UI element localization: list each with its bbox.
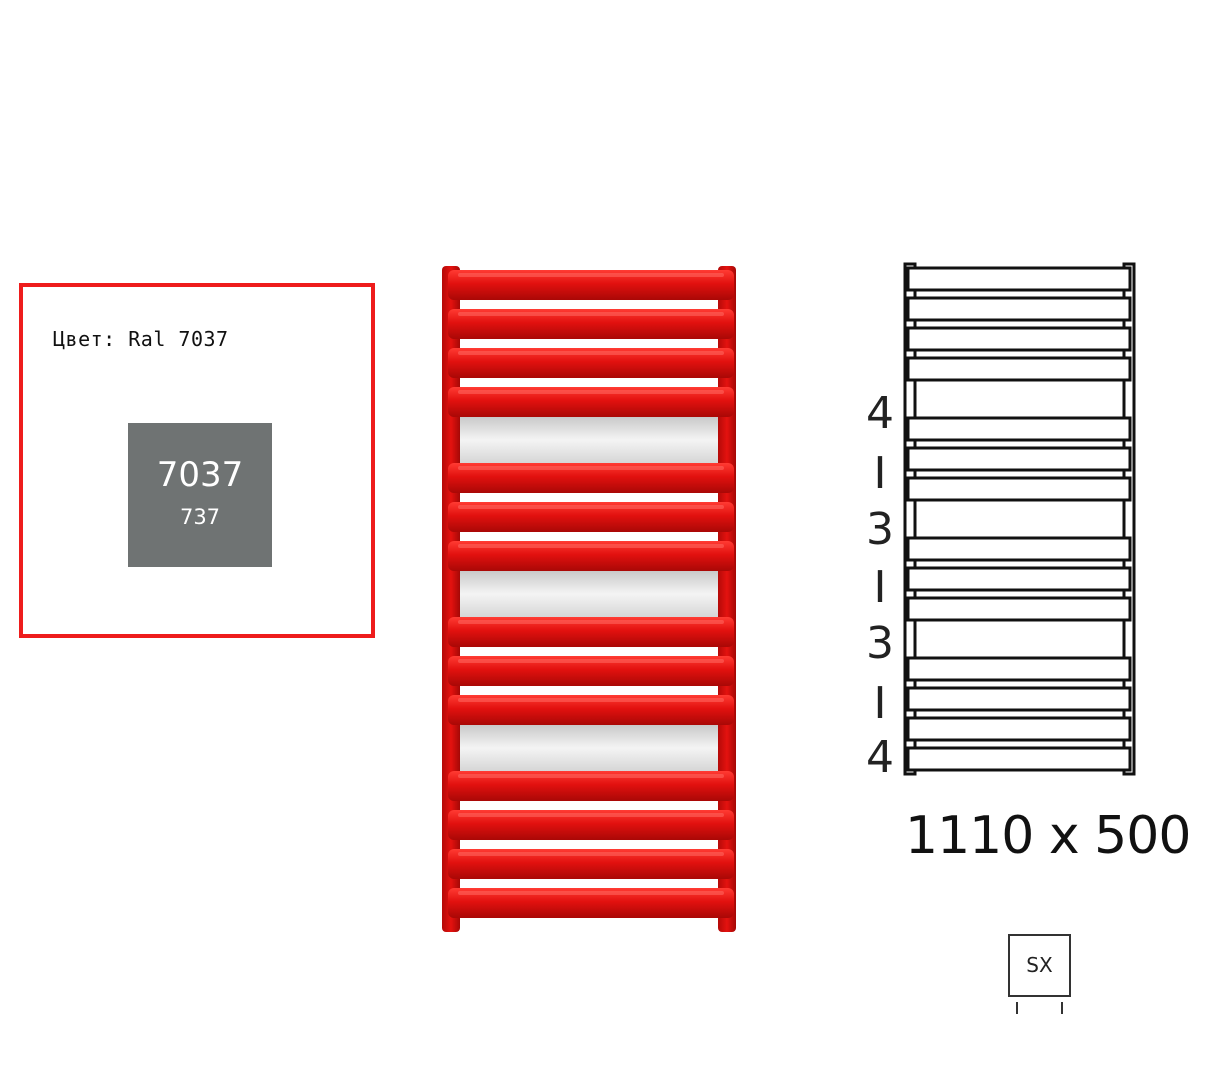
bar-group-label: 4 (866, 388, 894, 439)
radiator-post-right (718, 266, 736, 932)
connection-side-box: SX (1008, 934, 1071, 997)
radiator-bar-highlight (458, 390, 724, 394)
radiator-bar (448, 541, 734, 571)
radiator-bar (448, 849, 734, 879)
radiator-bar-highlight (458, 852, 724, 856)
radiator-post-left (442, 266, 460, 932)
radiator-bar (448, 387, 734, 417)
radiator-schematic (903, 262, 1136, 776)
radiator-bar (448, 771, 734, 801)
radiator-bar-highlight (458, 466, 724, 470)
radiator-bar-highlight (458, 813, 724, 817)
schematic-bar (906, 536, 1132, 562)
radiator-bar (448, 810, 734, 840)
schematic-bar (906, 476, 1132, 502)
radiator-bar-highlight (458, 312, 724, 316)
bar-group-label: I (873, 562, 887, 613)
dimensions-label: 1110 x 500 (905, 806, 1191, 866)
radiator-bar (448, 270, 734, 300)
radiator-image (442, 266, 736, 932)
radiator-gap (460, 571, 718, 617)
connection-pipe-left (1016, 1002, 1018, 1014)
swatch-code: 7037 (156, 455, 244, 495)
radiator-bar-highlight (458, 544, 724, 548)
radiator-bar (448, 348, 734, 378)
schematic-bar (906, 266, 1132, 292)
schematic-bar (906, 356, 1132, 382)
radiator-bar (448, 463, 734, 493)
radiator-bar (448, 656, 734, 686)
color-label: Цвет: Ral 7037 (53, 327, 229, 351)
bar-group-label: I (873, 448, 887, 499)
radiator-gap (460, 725, 718, 771)
radiator-bar-highlight (458, 774, 724, 778)
radiator-bar-highlight (458, 351, 724, 355)
swatch-sub-code: 737 (179, 505, 221, 529)
schematic-bar (906, 326, 1132, 352)
radiator-gap (460, 417, 718, 463)
schematic-bar (906, 686, 1132, 712)
radiator-bar (448, 695, 734, 725)
radiator-bar-highlight (458, 620, 724, 624)
radiator-bar (448, 617, 734, 647)
connection-pipe-right (1061, 1002, 1063, 1014)
bar-group-label: 3 (866, 504, 894, 555)
schematic-bar (906, 296, 1132, 322)
schematic-bar (906, 746, 1132, 772)
radiator-bar-highlight (458, 273, 724, 277)
schematic-bar (906, 716, 1132, 742)
bar-group-label: 4 (866, 732, 894, 783)
radiator-bar-highlight (458, 698, 724, 702)
color-swatch[interactable]: 7037 737 (128, 423, 272, 567)
schematic-bar (906, 596, 1132, 622)
radiator-bar-highlight (458, 659, 724, 663)
color-panel: Цвет: Ral 7037 7037 737 (19, 283, 375, 638)
schematic-bar (906, 566, 1132, 592)
schematic-bar (906, 656, 1132, 682)
radiator-bar (448, 502, 734, 532)
bar-group-label: I (873, 678, 887, 729)
bar-group-label: 3 (866, 618, 894, 669)
radiator-bar (448, 309, 734, 339)
radiator-bar-highlight (458, 891, 724, 895)
radiator-bar (448, 888, 734, 918)
schematic-bar (906, 416, 1132, 442)
radiator-bar-highlight (458, 505, 724, 509)
schematic-bar (906, 446, 1132, 472)
